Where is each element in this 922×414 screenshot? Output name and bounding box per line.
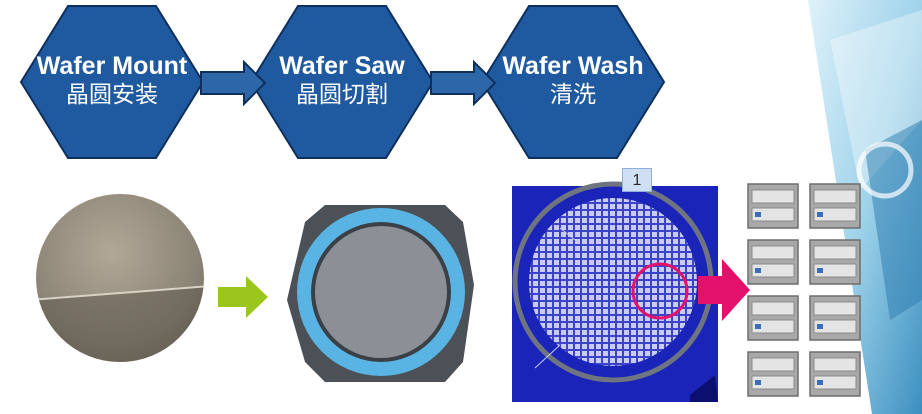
mounted-wafer-image: [287, 205, 474, 382]
die-unit: [809, 239, 861, 285]
arrow-mount-to-saw: [200, 59, 267, 107]
die-unit: [809, 295, 861, 341]
step-title-zh: 清洗: [550, 81, 596, 108]
step-title-en: Wafer Saw: [279, 52, 405, 80]
step-label-wafer-wash: Wafer Wash 清洗: [483, 52, 663, 109]
step-title-en: Wafer Mount: [36, 52, 188, 80]
step-title-zh: 晶圆切割: [296, 81, 388, 108]
die-unit: [747, 183, 799, 229]
step-label-wafer-saw: Wafer Saw 晶圆切割: [252, 52, 432, 109]
die-rack-grid: [747, 183, 861, 397]
die-unit: [809, 183, 861, 229]
detail-number-badge: 1: [622, 168, 652, 192]
bare-wafer-image: [36, 194, 204, 362]
diced-wafer-panel: [512, 181, 718, 402]
die-unit: [747, 351, 799, 397]
hexagon-wafer-wash: [480, 5, 666, 159]
die-unit: [747, 239, 799, 285]
arrow-saw-to-wash: [430, 59, 497, 107]
pink-arrow-icon: [698, 259, 750, 321]
decorative-corner: [808, 0, 922, 414]
die-unit: [809, 351, 861, 397]
step-title-en: Wafer Wash: [502, 52, 644, 80]
die-unit: [747, 295, 799, 341]
step-label-wafer-mount: Wafer Mount 晶圆安装: [22, 52, 202, 109]
step-title-zh: 晶圆安装: [66, 81, 158, 108]
green-arrow-icon: [218, 276, 268, 318]
